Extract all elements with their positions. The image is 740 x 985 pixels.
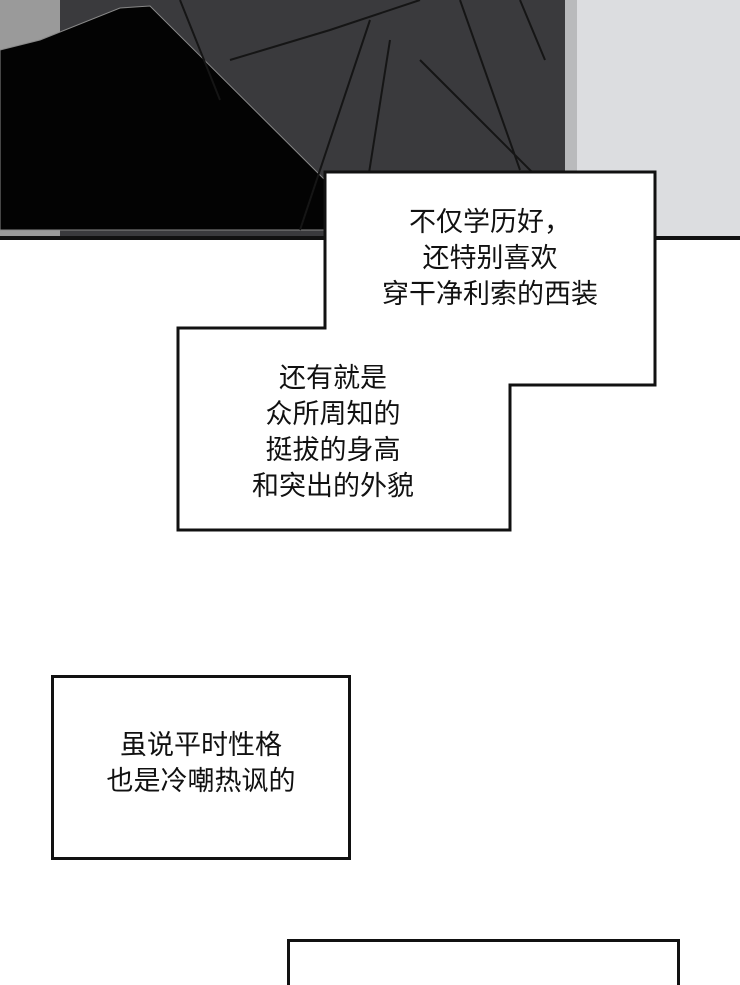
caption-line: 和突出的外貌 <box>252 471 414 502</box>
caption-box-fourth <box>287 939 680 985</box>
caption-line: 也是冷嘲热讽的 <box>106 766 296 797</box>
caption-line: 还有就是 <box>279 363 387 394</box>
caption-line: 众所周知的 <box>265 399 401 430</box>
caption-line: 穿干净利索的西装 <box>382 279 598 310</box>
caption-first: 不仅学历好， 还特别喜欢 穿干净利索的西装 <box>325 205 655 313</box>
caption-second: 还有就是 众所周知的 挺拔的身高 和突出的外貌 <box>178 361 488 505</box>
caption-line: 还特别喜欢 <box>422 243 558 274</box>
caption-line: 虽说平时性格 <box>120 730 282 761</box>
caption-box-third: 虽说平时性格 也是冷嘲热讽的 <box>51 675 351 860</box>
caption-line: 不仅学历好， <box>409 207 571 238</box>
caption-line: 挺拔的身高 <box>265 435 401 466</box>
